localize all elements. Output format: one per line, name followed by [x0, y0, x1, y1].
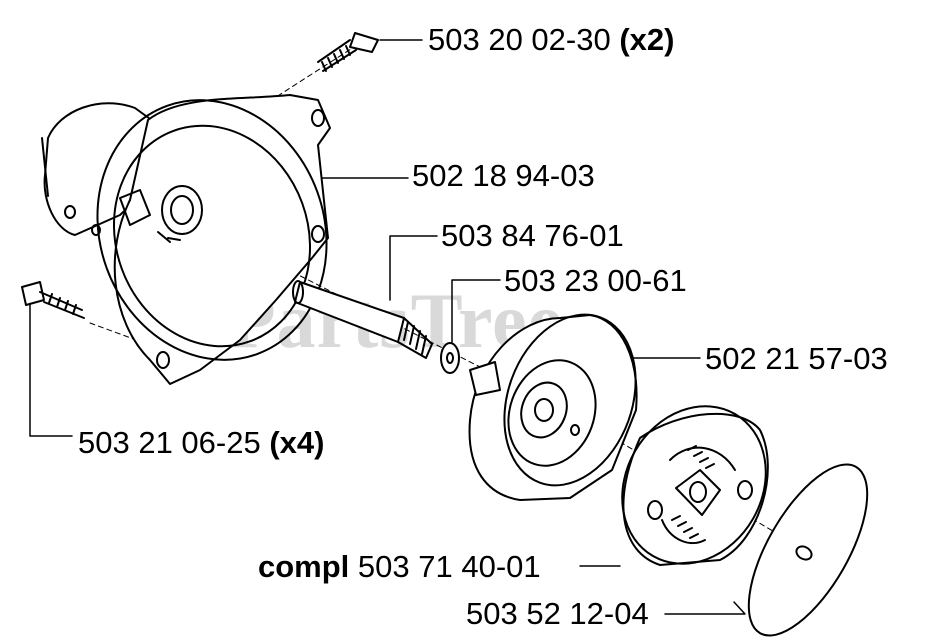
screw-upper	[317, 32, 379, 72]
part-prefix-7: compl	[258, 549, 350, 584]
washer	[440, 342, 460, 374]
cover-plate	[747, 463, 869, 637]
part-qty-1: (x2)	[619, 22, 675, 57]
clutch-assembly	[621, 405, 769, 566]
part-number-2: 502 18 94-03	[412, 158, 595, 193]
part-label-6: 503 21 06-25 (x4)	[78, 427, 324, 458]
part-number-8: 503 52 12-04	[466, 596, 649, 631]
part-number-3: 503 84 76-01	[441, 218, 624, 253]
clutch-drum	[468, 313, 638, 501]
part-label-5: 502 21 57-03	[705, 343, 888, 374]
part-qty-6: (x4)	[269, 425, 325, 460]
part-label-8: 503 52 12-04	[466, 598, 649, 629]
part-label-1: 503 20 02-30 (x2)	[428, 24, 674, 55]
part-number-4: 503 23 00-61	[504, 263, 687, 298]
leader-lines	[29, 39, 746, 615]
shaft	[292, 280, 433, 359]
part-number-1: 503 20 02-30	[428, 22, 611, 57]
part-number-6: 503 21 06-25	[78, 425, 261, 460]
part-number-7: 503 71 40-01	[357, 549, 541, 584]
part-label-4: 503 23 00-61	[504, 265, 687, 296]
screw-lower	[21, 281, 85, 319]
part-label-2: 502 18 94-03	[412, 160, 595, 191]
part-label-3: 503 84 76-01	[441, 220, 624, 251]
part-label-7: compl 503 71 40-01	[258, 551, 541, 582]
part-number-5: 502 21 57-03	[705, 341, 888, 376]
clutch-housing	[41, 94, 331, 385]
